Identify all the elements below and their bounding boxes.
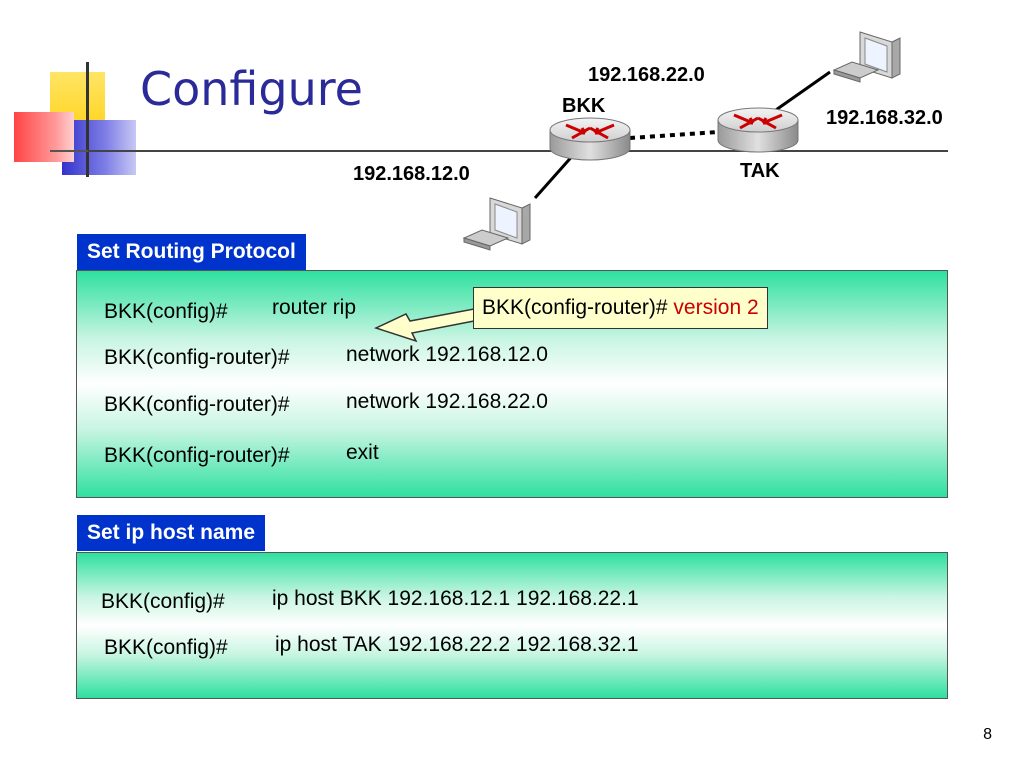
callout-arrow [373, 308, 475, 343]
network-label-22: 192.168.22.0 [588, 64, 705, 86]
logo-vertical-line [86, 62, 89, 177]
router-bkk-icon [549, 117, 631, 161]
router-label-bkk: BKK [562, 95, 606, 117]
routing-line-3-prompt: BKK(config-router)# [104, 393, 290, 416]
host-section-header: Set ip host name [77, 515, 266, 551]
network-label-12: 192.168.12.0 [353, 163, 470, 185]
routing-section-header: Set Routing Protocol [77, 234, 306, 270]
routing-line-2-command: network 192.168.12.0 [346, 343, 548, 366]
network-label-32: 192.168.32.0 [826, 107, 943, 129]
routing-line-1-prompt: BKK(config)# [104, 300, 228, 323]
link-pc-left-bkk [533, 152, 577, 199]
host-line-2-command: ip host TAK 192.168.22.2 192.168.32.1 [275, 633, 639, 656]
logo-red-block [14, 112, 74, 162]
pc-right-icon [832, 31, 901, 83]
routing-line-3-command: network 192.168.22.0 [346, 390, 548, 413]
routing-line-4-command: exit [346, 441, 379, 464]
page-number: 8 [983, 726, 992, 743]
host-line-1-command: ip host BKK 192.168.12.1 192.168.22.1 [272, 587, 639, 610]
host-commands-panel [76, 552, 948, 699]
version-callout: BKK(config-router)# version 2 [473, 287, 768, 329]
logo-blue-block [62, 120, 136, 175]
router-tak-icon [717, 107, 799, 153]
host-line-2-prompt: BKK(config)# [104, 636, 228, 659]
link-bkk-tak [629, 130, 719, 140]
routing-line-1-command: router rip [272, 296, 357, 319]
network-topology-diagram [462, 31, 901, 251]
title-underline [88, 150, 948, 152]
routing-line-2-prompt: BKK(config-router)# [104, 346, 290, 369]
routing-line-4-prompt: BKK(config-router)# [104, 444, 290, 467]
callout-command: version 2 [673, 296, 759, 319]
pc-left-icon [462, 197, 531, 251]
callout-prompt: BKK(config-router)# [482, 296, 668, 319]
router-label-tak: TAK [740, 160, 780, 182]
link-tak-pc-right [772, 70, 831, 114]
host-line-1-prompt: BKK(config)# [101, 590, 225, 613]
slide-title: Configure [140, 62, 363, 116]
